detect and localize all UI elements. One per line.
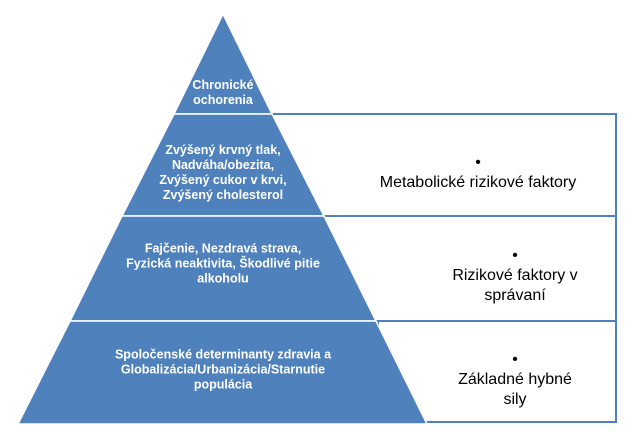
pyramid-tier-base (16, 320, 429, 425)
description-text: Metabolické rizikové faktory (379, 174, 577, 191)
description-underlying-drivers: • Základné hybné sily (425, 330, 605, 410)
tier-label-underlying-drivers: Spoločenské determinanty zdravia a Globa… (114, 347, 332, 392)
tier-label-metabolic-factors: Zvýšený krvný tlak, Nadváha/obezita, Zvý… (159, 143, 287, 202)
tier-label-behavioral-factors: Fajčenie, Nezdravá strava, Fyzická neakt… (126, 241, 320, 286)
tier-label-chronic-diseases: Chronické ochorenia (192, 78, 254, 107)
description-text: Rizikové faktory v správaní (452, 267, 578, 304)
description-behavioral-risk-factors: • Rizikové faktory v správaní (425, 226, 605, 306)
description-metabolic-risk-factors: • Metabolické rizikové faktory (353, 133, 603, 193)
bullet-marker: • (512, 247, 518, 264)
bullet-marker: • (475, 154, 481, 171)
description-text: Základné hybné sily (458, 371, 572, 408)
bullet-marker: • (512, 351, 518, 368)
